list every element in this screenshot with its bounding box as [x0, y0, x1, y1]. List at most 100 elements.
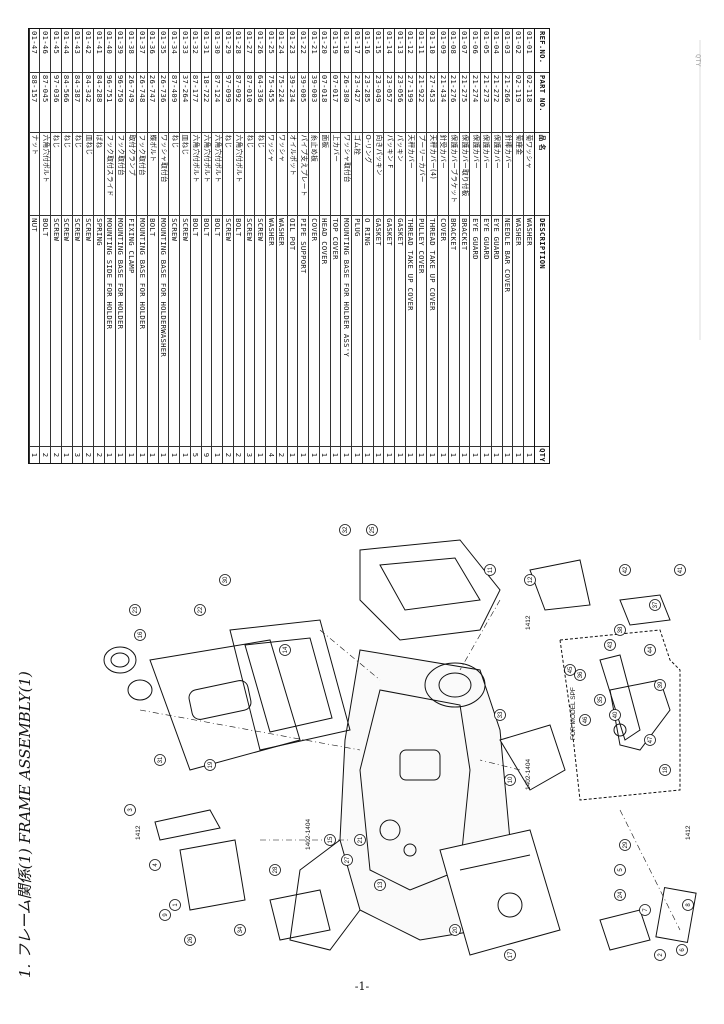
cell-ref-no: 01-23 [287, 29, 298, 73]
model-code-label: 1402-1404 [305, 819, 312, 850]
cell-part-no: 07-017 [330, 72, 341, 133]
part-callout: 45 [564, 664, 576, 676]
callout-circle [574, 669, 586, 681]
cell-qty: 1 [492, 452, 502, 458]
cell-part-no: 23-049 [373, 72, 384, 133]
cell-part-no: 84-288 [94, 72, 104, 133]
callout-circle [579, 714, 591, 726]
cell-part-no: 27-453 [427, 72, 438, 133]
cell-ref-no: 01-06 [470, 29, 481, 73]
cell-name-jp: 六角穴付ボルト [40, 132, 51, 217]
cell-qty: 1 [105, 452, 115, 458]
cell-name-jp: 六角穴付ボルト [191, 132, 201, 217]
callout-circle [124, 804, 136, 816]
cell-name-jp: パッキン F [384, 132, 395, 217]
cell-ref-no: 01-46 [40, 29, 51, 73]
cell-ref-no: 01-29 [223, 29, 233, 73]
callout-circle [204, 759, 216, 771]
part-callout: 33 [494, 709, 506, 721]
callout-number: 28 [273, 866, 279, 873]
model-code-labels: 1412 1412 1412 1402-1404 1402-1404 FOR M… [135, 615, 692, 850]
cell-ref-no: 01-40 [105, 29, 115, 73]
callout-number: 35 [598, 696, 604, 703]
cell-description: SCREW [244, 216, 255, 448]
cell-ref-no: 01-28 [234, 29, 244, 73]
cell-qty: 2 [277, 452, 287, 458]
cell-description: MOUNTING BASE FOR HOLDERWASHER [158, 216, 169, 448]
cell-name-jp: 取付クランプ [126, 132, 137, 217]
part-callout: 28 [269, 864, 281, 876]
cell-name-jp: 天秤カバー [406, 132, 416, 217]
part-callout: 18 [659, 764, 671, 776]
cell-part-no: 39-005 [298, 72, 309, 133]
callout-circle [676, 944, 688, 956]
cell-part-no: 84-566 [62, 72, 72, 133]
cell-name-jp: 六角穴付ボルト [234, 132, 244, 217]
cell-description: BOLT [40, 216, 51, 448]
cell-name-jp: 菊ワッシャ [524, 132, 534, 217]
callout-number: 18 [663, 766, 669, 773]
cell-qty: 2 [83, 452, 93, 458]
cell-ref-no: 01-08 [449, 29, 459, 73]
cell-name-jp: 保護カバー [470, 132, 481, 217]
callout-circle [604, 639, 616, 651]
cell-ref-no: 01-09 [438, 29, 448, 73]
cell-name-jp: プーリーカバー [416, 132, 427, 217]
callout-number: 10 [508, 776, 514, 783]
cell-description: BOLT [201, 216, 212, 448]
page-title: 1. フレーム関係(1) FRAME ASSEMBLY(1) [18, 671, 34, 978]
part-callout: 32 [339, 524, 351, 536]
callout-circle [134, 629, 146, 641]
cell-part-no: 87-010 [244, 72, 255, 133]
cell-name-jp: パッキン [395, 132, 405, 217]
callout-circle [194, 604, 206, 616]
cell-description: PULLEY COVER [416, 216, 427, 448]
exploded-drawing: 1412 1412 1412 1402-1404 1402-1404 FOR M… [103, 524, 697, 961]
cell-qty: 1 [363, 452, 373, 458]
cell-ref-no: 01-43 [72, 29, 83, 73]
callout-number: 38 [618, 626, 624, 633]
callout-circle [614, 889, 626, 901]
cell-description: THREAD TAKE UP COVER [427, 216, 438, 448]
cell-name-jp: ねじ [223, 132, 233, 217]
callout-number: 41 [678, 566, 684, 573]
cell-qty: 1 [148, 452, 158, 458]
cell-qty: 1 [470, 452, 480, 458]
callout-circle [659, 764, 671, 776]
cell-qty: 1 [438, 452, 448, 458]
cell-description: MOUNTING BASE FOR HOLDER [115, 216, 126, 448]
callout-number: 45 [568, 666, 574, 673]
cell-part-no: 75-224 [277, 72, 287, 133]
cell-qty: 1 [341, 452, 351, 458]
cell-description: WASHER [277, 216, 287, 448]
cell-part-no: 39-003 [309, 72, 319, 133]
callout-number: 19 [208, 761, 214, 768]
cell-part-no: 26-380 [341, 72, 352, 133]
cell-qty: 1 [159, 452, 169, 458]
cell-qty: 4 [266, 452, 276, 458]
callout-number: 29 [623, 841, 629, 848]
cell-ref-no: 01-26 [255, 29, 266, 73]
cell-name-jp: フック取付スライド [105, 132, 115, 217]
header-name-jp: 品 名 [535, 132, 549, 217]
callout-circle [234, 924, 246, 936]
cell-ref-no: 01-13 [395, 29, 405, 73]
callout-number: 34 [238, 926, 244, 933]
callout-number: 23 [133, 606, 139, 613]
callout-number: 32 [343, 526, 349, 533]
cell-name-jp: ねじ [51, 132, 61, 217]
cell-description: EYE GUARD [492, 216, 502, 448]
